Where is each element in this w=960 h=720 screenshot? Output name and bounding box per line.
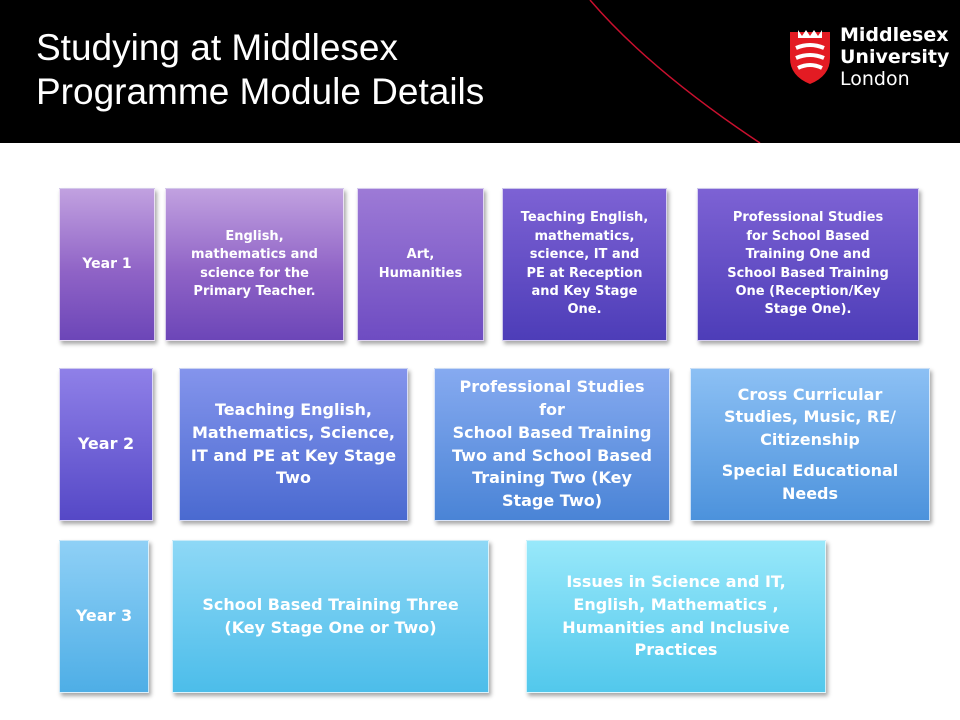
year-label-text: Year 3 [75, 606, 133, 626]
slide-title: Studying at Middlesex Programme Module D… [36, 26, 484, 114]
module-line: PE at Reception [526, 265, 643, 281]
module-line: Training Two (Key [472, 468, 632, 488]
module-line: Professional Studies for [459, 377, 645, 420]
module-line: Primary Teacher. [193, 283, 316, 299]
title-line-2: Programme Module Details [36, 71, 485, 112]
module-line: One. [567, 302, 602, 318]
module-line: Humanities and Inclusive [562, 617, 790, 637]
module-box: Professional Studies for School Based Tr… [697, 188, 919, 341]
module-line: Two and School Based [452, 445, 652, 465]
module-line: science, IT and [529, 247, 640, 263]
module-line: English, [225, 228, 284, 244]
module-line: Needs [781, 483, 839, 503]
module-box: Issues in Science and IT, English, Mathe… [526, 540, 826, 693]
module-line: Teaching English, [520, 210, 649, 226]
module-box: Art, Humanities [357, 188, 484, 341]
module-line: One (Reception/Key [735, 283, 881, 299]
module-box: School Based Training Three (Key Stage O… [172, 540, 489, 693]
module-line: School Based Training [452, 422, 652, 442]
module-box: Teaching English, mathematics, science, … [502, 188, 667, 341]
module-box: English, mathematics and science for the… [165, 188, 344, 341]
module-line: mathematics, [534, 228, 635, 244]
module-line: Cross Curricular [737, 384, 883, 404]
module-box: Cross Curricular Studies, Music, RE/ Cit… [690, 368, 930, 521]
module-line: Practices [634, 640, 718, 660]
module-line: Two [276, 468, 311, 488]
year-1-label: Year 1 [59, 188, 155, 341]
year-2-label: Year 2 [59, 368, 153, 521]
module-line: IT and PE at Key Stage [190, 445, 397, 465]
year-label-text: Year 2 [77, 434, 135, 454]
module-line: Special Educational [721, 460, 899, 480]
module-line: Art, [406, 247, 435, 263]
year-label-text: Year 1 [82, 255, 132, 272]
module-box: Teaching English, Mathematics, Science, … [179, 368, 408, 521]
module-line: School Based Training Three [202, 594, 459, 614]
title-line-1: Studying at Middlesex [36, 27, 398, 68]
module-line: English, Mathematics , [573, 594, 779, 614]
module-box: Professional Studies for School Based Tr… [434, 368, 670, 521]
module-line: for School Based [746, 228, 870, 244]
module-line: Humanities [378, 265, 463, 281]
module-line: Professional Studies [732, 210, 884, 226]
module-line: science for the [200, 265, 309, 281]
module-line: Stage One). [764, 302, 852, 318]
university-logo: Middlesex University London [788, 24, 949, 94]
module-line: Studies, Music, RE/ [723, 407, 897, 427]
module-line: Citizenship [760, 430, 860, 450]
logo-wordmark: Middlesex University London [840, 24, 949, 90]
module-gap [722, 452, 899, 460]
logo-line-2: University [840, 46, 950, 68]
logo-line-3: London [840, 68, 910, 90]
module-line: mathematics and [191, 247, 318, 263]
module-line: Teaching English, [215, 400, 372, 420]
module-line: Stage Two) [501, 490, 603, 510]
module-line: Mathematics, Science, [191, 422, 395, 442]
module-line: School Based Training [727, 265, 889, 281]
year-3-label: Year 3 [59, 540, 149, 693]
logo-line-1: Middlesex [840, 24, 949, 46]
module-line: Issues in Science and IT, [566, 572, 786, 592]
shield-icon [790, 30, 830, 84]
module-line: (Key Stage One or Two) [224, 617, 437, 637]
accent-curve [589, 0, 761, 143]
module-line: and Key Stage [531, 283, 638, 299]
module-line: Training One and [745, 247, 871, 263]
slide-header: Studying at Middlesex Programme Module D… [0, 0, 960, 143]
